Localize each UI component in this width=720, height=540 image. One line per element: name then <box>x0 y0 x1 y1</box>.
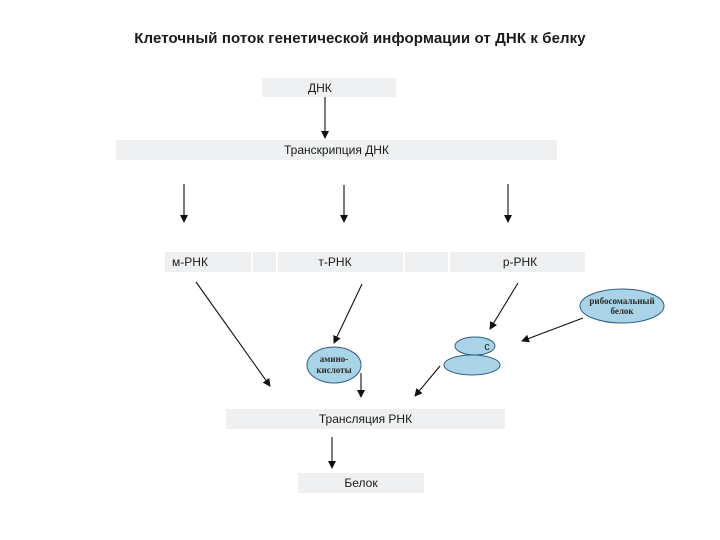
translation-box: Трансляция РНК <box>226 409 505 429</box>
rna-row-cell-3 <box>278 252 403 272</box>
amino-acids-ellipse <box>306 346 362 384</box>
rna-row-cell-2 <box>253 252 276 272</box>
amino-acids-label-line1: амино- <box>320 354 349 364</box>
rrna-label: р-РНК <box>502 255 538 269</box>
transcription-box: Транскрипция ДНК <box>116 140 557 160</box>
mrna-label: м-РНК <box>172 255 208 269</box>
rna-row-cell-1 <box>165 252 251 272</box>
trna-label: т-РНК <box>318 255 352 269</box>
ribosomal-protein-label-line2: белок <box>610 306 634 316</box>
amino-acids-label-line2: кислоты <box>316 365 351 375</box>
ribosome-large-subunit <box>443 354 501 376</box>
arrow-trna-to-amino-acids <box>333 283 363 344</box>
rna-row-cell-4 <box>405 252 448 272</box>
protein-box: Белок <box>298 473 424 493</box>
transcription-label: Транскрипция ДНК <box>284 143 389 157</box>
protein-label: Белок <box>344 476 378 490</box>
ribosomal-protein-label-line1: рибосомальный <box>589 296 654 306</box>
diagram-title: Клеточный поток генетической информации … <box>134 30 586 47</box>
dna-label: ДНК <box>308 80 332 95</box>
ribosomal-protein-ellipse <box>579 288 665 324</box>
translation-label: Трансляция РНК <box>318 412 413 426</box>
arrow-mrna-to-translation <box>195 281 271 387</box>
dna-box: ДНК <box>262 78 396 97</box>
ribosome-letter: с <box>484 341 490 353</box>
arrow-rrna-to-ribosome <box>489 282 519 330</box>
rna-row-cell-5 <box>450 252 585 272</box>
arrow-ribosome-to-translation <box>414 365 441 397</box>
arrow-ribosomal-protein-to-ribosome <box>521 317 584 343</box>
